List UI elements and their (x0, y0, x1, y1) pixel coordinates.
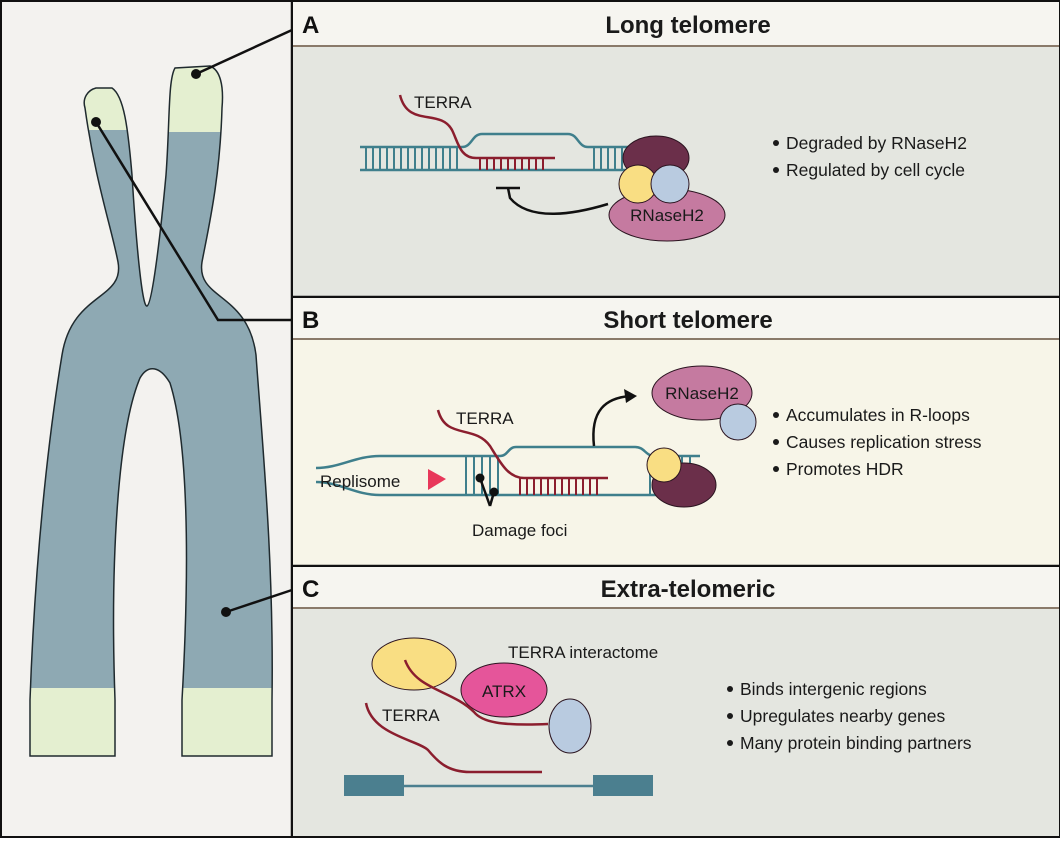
terra-interactome-label: TERRA interactome (508, 643, 658, 662)
panel-a-letter: A (302, 12, 319, 39)
damage-foci: Damage foci (472, 473, 567, 540)
damage-foci-label: Damage foci (472, 521, 567, 540)
panel-c-bullet-1: Binds intergenic regions (740, 679, 927, 699)
terra-label-c: TERRA (382, 706, 440, 725)
atrx-label: ATRX (482, 682, 526, 701)
panel-b-bullets: Accumulates in R-loops Causes replicatio… (773, 405, 982, 479)
atrx-protein (460, 662, 548, 718)
terra-label-b: TERRA (456, 409, 514, 428)
damage-dot-1 (475, 473, 485, 483)
dna-duplex-a (360, 132, 640, 172)
bullet-dot (773, 466, 779, 472)
panel-a-header (293, 2, 1059, 46)
rnaseh2-label-b: RNaseH2 (665, 384, 739, 403)
rna-rungs-b (519, 478, 598, 495)
dna-top-strand-b (315, 445, 700, 470)
rnaseh2-complex-b-free: RNaseH2 (651, 365, 757, 441)
damage-pointer-1 (478, 477, 492, 507)
dna-top-strand-a (360, 132, 640, 149)
panel-c-header (293, 567, 1059, 607)
bullet-dot (773, 412, 779, 418)
intergenic-region (344, 775, 653, 796)
terra-strand-a (398, 94, 555, 160)
panel-c-bullet-2: Upregulates nearby genes (740, 706, 946, 726)
panel-a-bullets: Degraded by RNaseH2 Regulated by cell cy… (773, 133, 967, 180)
bullet-dot (773, 140, 779, 146)
subunit-yellow-b (646, 447, 682, 483)
panel-a-title: Long telomere (605, 12, 770, 39)
gene-block-right (593, 775, 653, 796)
bullet-dot (773, 439, 779, 445)
panel-b-letter: B (302, 307, 319, 334)
chromosome-outline (29, 65, 273, 757)
release-arrow-b (592, 394, 631, 447)
panel-c-title: Extra-telomeric (601, 576, 776, 603)
replisome-label: Replisome (320, 472, 400, 491)
panel-b: B Short telomere TERRA Replisome Damage … (293, 298, 1059, 568)
rnaseh2-complex-b-fork (646, 447, 717, 508)
release-arrowhead-b (624, 389, 637, 403)
subunit-blue-b (719, 403, 757, 441)
terra-interactome: ATRX (371, 637, 592, 754)
panel-b-bullet-3: Promotes HDR (786, 459, 904, 479)
pointer-dot-c (221, 607, 231, 617)
rnaseh2-complex-a: RNaseH2 (608, 135, 726, 242)
rnaseh2-label-a: RNaseH2 (630, 206, 704, 225)
replisome-triangle (428, 469, 446, 490)
panel-c-letter: C (302, 576, 319, 603)
bullet-dot (773, 167, 779, 173)
terra-label-a: TERRA (414, 93, 472, 112)
terra-rna-a (398, 94, 555, 170)
panel-b-bullet-1: Accumulates in R-loops (786, 405, 970, 425)
pointer-line-a (195, 28, 293, 76)
panel-b-header (293, 298, 1059, 338)
bullet-dot (727, 713, 733, 719)
interactor-yellow-c (371, 637, 457, 691)
interactor-blue-c (548, 698, 592, 754)
bullet-dot (727, 686, 733, 692)
panel-c-bullet-3: Many protein binding partners (740, 733, 972, 753)
panel-c-bullets: Binds intergenic regions Upregulates nea… (727, 679, 972, 753)
subunit-blue-a (650, 164, 690, 204)
panel-a-bullet-2: Regulated by cell cycle (786, 160, 965, 180)
terra-strand-c (364, 702, 542, 774)
bullet-dot (727, 740, 733, 746)
terra-strand-b (436, 409, 608, 480)
panel-c: C Extra-telomeric ATRX TERRA interactome… (293, 567, 1059, 836)
inhibition-arrow-a (506, 187, 609, 215)
panel-a-bullet-1: Degraded by RNaseH2 (786, 133, 967, 153)
pointer-dot-a (191, 69, 201, 79)
dna-bottom-strand-b (315, 480, 700, 497)
panel-a: A Long telomere TERRA RNaseH2 Degraded b… (293, 2, 1059, 299)
terra-bound-strand-c (403, 659, 549, 726)
panel-b-bullet-2: Causes replication stress (786, 432, 982, 452)
panel-b-title: Short telomere (603, 307, 772, 334)
rnaseh2-b (651, 365, 753, 421)
gene-block-left (344, 775, 404, 796)
terra-rna-b (436, 409, 608, 495)
dna-rungs-a-right (593, 147, 623, 170)
pointer-line-b (94, 121, 292, 322)
damage-dot-2 (489, 487, 499, 497)
pointer-line-c (225, 588, 293, 614)
rna-rungs-a (479, 158, 544, 170)
pointer-dot-b (91, 117, 101, 127)
dna-rungs-a-left (365, 147, 458, 170)
